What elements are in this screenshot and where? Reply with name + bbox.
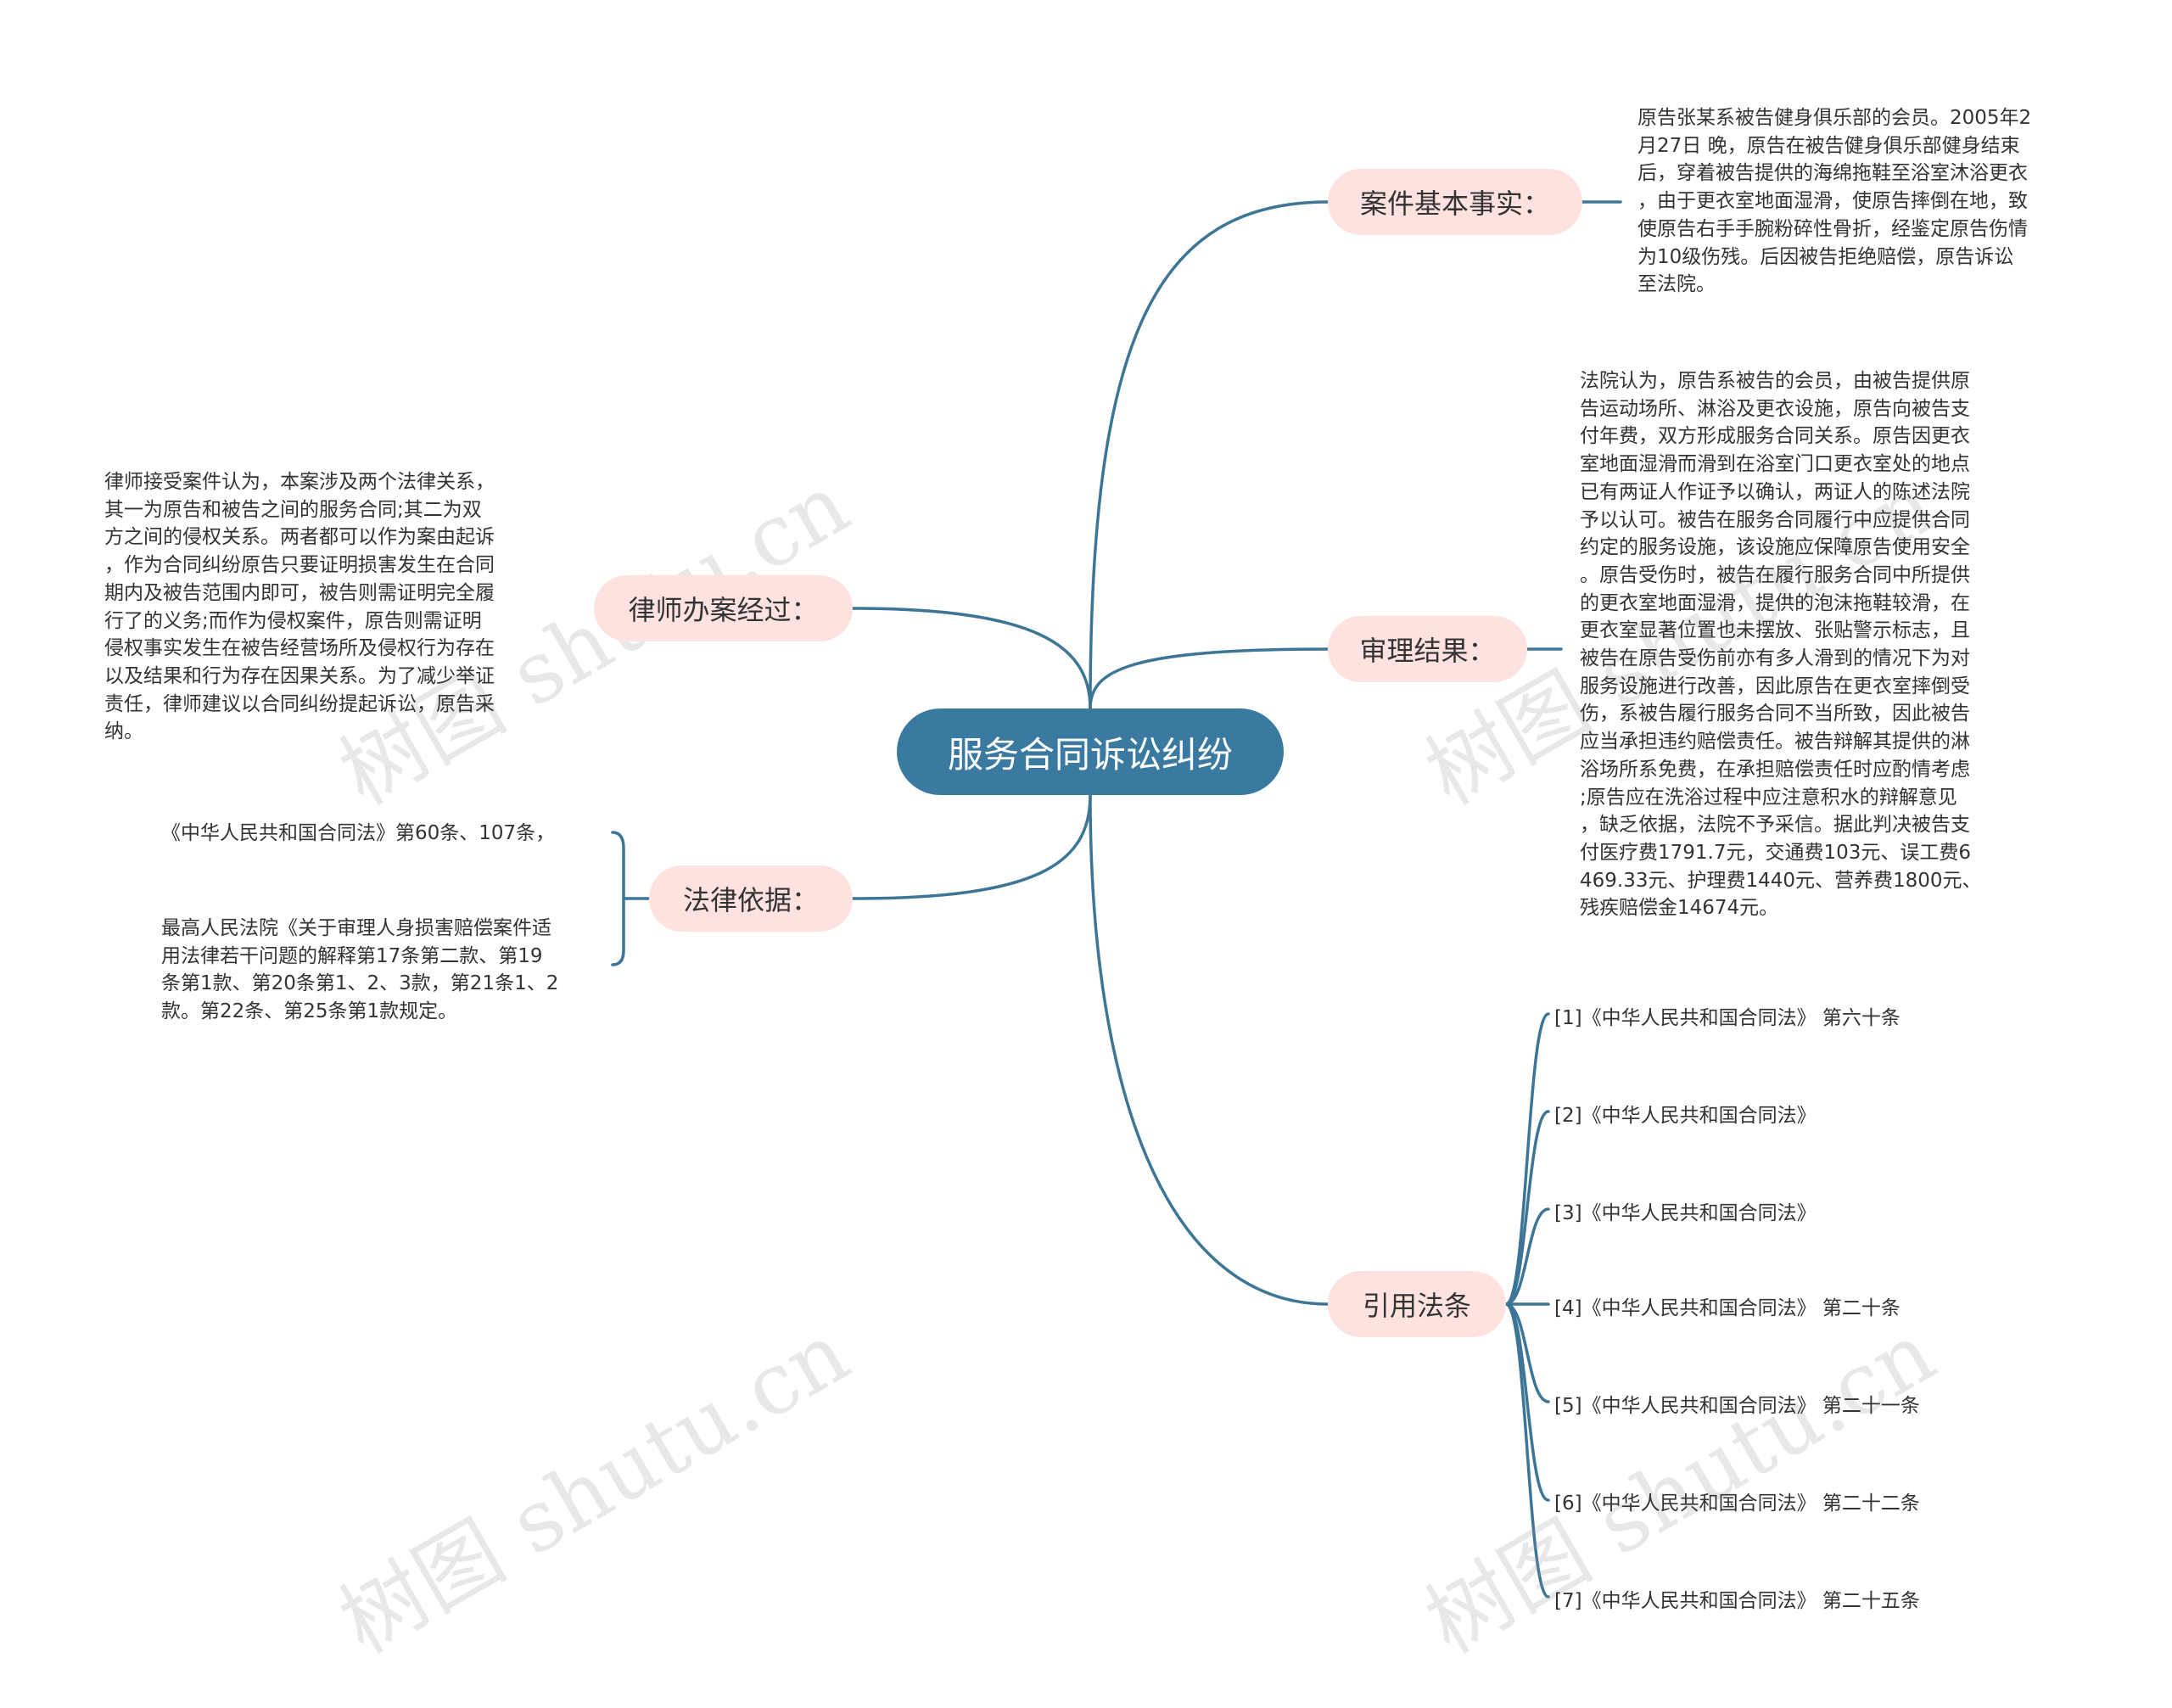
cited-law-item: [4]《中华人民共和国合同法》 第二十条 <box>1554 1297 1900 1319</box>
edge-root-cited <box>1089 793 1330 1306</box>
branch-cited-laws[interactable]: 引用法条 <box>1328 1271 1506 1337</box>
edge-cited-item-3 <box>1504 1207 1550 1306</box>
cited-law-item: [6]《中华人民共和国合同法》 第二十二条 <box>1554 1492 1920 1515</box>
legal-basis-item: 《中华人民共和国合同法》第60条、107条， <box>161 822 556 844</box>
lawyer-process-text: 律师接受案件认为，本案涉及两个法律关系， 其一为原告和被告之间的服务合同;其二为… <box>104 471 495 743</box>
branch-trial-result[interactable]: 审理结果： <box>1328 616 1527 682</box>
cited-law-item: [7]《中华人民共和国合同法》 第二十五条 <box>1554 1590 1920 1612</box>
edge-root-result <box>1089 647 1330 710</box>
branch-lawyer-process[interactable]: 律师办案经过： <box>594 575 853 641</box>
edge-cited-item-1 <box>1504 1012 1550 1306</box>
edge-root-basis <box>851 793 1092 900</box>
branch-legal-basis[interactable]: 法律依据： <box>649 865 853 932</box>
edge-cited-item-2 <box>1504 1110 1550 1306</box>
edge-cited-item-6 <box>1504 1302 1550 1502</box>
edge-cited-item-5 <box>1504 1302 1550 1403</box>
trial-result-text: 法院认为，原告系被告的会员，由被告提供原 告运动场所、淋浴及更衣设施，原告向被告… <box>1580 370 1982 920</box>
legal-basis-item: 最高人民法院《关于审理人身损害赔偿案件适 用法律若干问题的解释第17条第二款、第… <box>161 917 559 1023</box>
case-facts-text: 原告张某系被告健身俱乐部的会员。2005年2 月27日 晚，原告在被告健身俱乐部… <box>1637 107 2032 296</box>
cited-law-item: [2]《中华人民共和国合同法》 <box>1554 1105 1817 1127</box>
branch-case-facts[interactable]: 案件基本事实： <box>1328 169 1582 235</box>
edge-basis-bracket <box>611 831 651 966</box>
cited-law-item: [5]《中华人民共和国合同法》 第二十一条 <box>1554 1395 1920 1417</box>
cited-law-item: [3]《中华人民共和国合同法》 <box>1554 1202 1817 1224</box>
root-topic[interactable]: 服务合同诉讼纠纷 <box>897 708 1284 795</box>
cited-law-item: [1]《中华人民共和国合同法》 第六十条 <box>1554 1007 1900 1029</box>
edge-root-facts <box>1089 200 1330 710</box>
edge-cited-item-7 <box>1504 1302 1550 1599</box>
edge-root-lawyer <box>851 607 1092 710</box>
